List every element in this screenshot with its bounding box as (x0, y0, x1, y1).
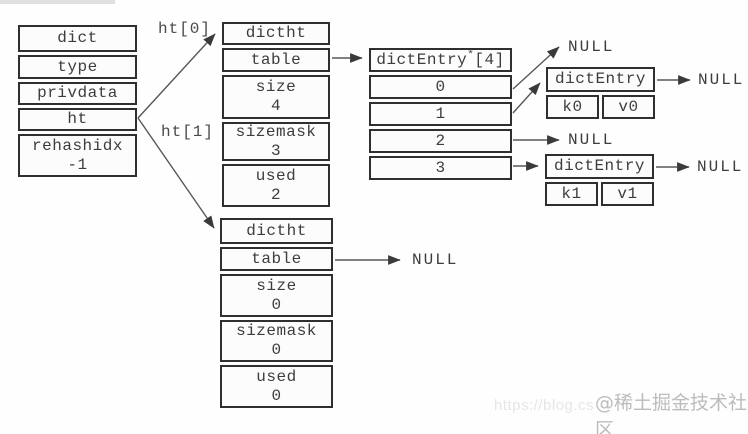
dict-type-label: type (57, 57, 98, 76)
dictentry0-title-cell: dictEntry (546, 67, 655, 92)
entry-array-title-label: dictEntry*[4] (376, 49, 505, 69)
null-label-entry1-next: NULL (697, 158, 744, 176)
dictht0-table-label: table (250, 50, 302, 69)
dict-privdata-label: privdata (37, 84, 118, 102)
dict-rehashidx-cell: rehashidx -1 (18, 134, 137, 177)
dictht1-used-value: 0 (271, 386, 282, 405)
dictht0-sizemask-label: sizemask (235, 122, 317, 141)
dictentry0-key: k0 (562, 97, 583, 116)
dictentry1-title-cell: dictEntry (545, 154, 654, 179)
ht1-pointer-label: ht[1] (161, 123, 215, 141)
dictentry1-box: dictEntry k1 v1 (545, 154, 654, 206)
dict-title-cell: dict (18, 25, 137, 52)
dictht1-used-cell: used 0 (220, 365, 333, 408)
slot1-index: 1 (435, 104, 446, 123)
dictentry0-key-cell: k0 (546, 95, 599, 119)
dict-privdata-cell: privdata (18, 82, 137, 105)
dictht0-used-value: 2 (270, 185, 282, 204)
dictentry0-value-cell: v0 (602, 95, 655, 119)
slot0-index: 0 (435, 77, 446, 96)
dictht0-size-value: 4 (270, 97, 282, 115)
null-label-slot0: NULL (568, 38, 615, 56)
slot3-index: 3 (435, 158, 446, 177)
dictht1-size-cell: size 0 (220, 274, 333, 317)
dict-title-label: dict (57, 29, 98, 47)
dictentry1-key-cell: k1 (545, 182, 598, 206)
dictht1-sizemask-value: 0 (271, 341, 282, 359)
dictht1-used-label: used (256, 367, 297, 386)
dictentry0-box: dictEntry k0 v0 (546, 67, 655, 119)
entry-array-slot-0: 0 (369, 75, 512, 99)
dictentry0-value: v0 (618, 97, 639, 116)
dict-ht-cell: ht (18, 108, 137, 131)
dict-type-cell: type (18, 55, 137, 79)
dictentry0-title-label: dictEntry (555, 70, 646, 88)
dictentry1-value-cell: v1 (601, 182, 654, 206)
entry-array-box: dictEntry*[4] 0 1 2 3 (369, 48, 512, 180)
entry-array-slot-3: 3 (369, 156, 512, 180)
entry-array-title-cell: dictEntry*[4] (369, 48, 512, 72)
dictht0-box: dictht table size 4 sizemask 3 used 2 (222, 22, 330, 207)
dict-box: dict type privdata ht rehashidx -1 (18, 25, 137, 177)
watermark-url: https://blog.cs (494, 397, 595, 414)
dictht0-size-cell: size 4 (222, 75, 330, 119)
dictht0-size-label: size (255, 78, 297, 96)
dictentry1-title-label: dictEntry (554, 157, 645, 175)
dictht1-size-label: size (256, 276, 297, 295)
scan-artifact-strip (0, 0, 115, 4)
dictht1-size-value: 0 (271, 295, 282, 314)
dictht1-title-cell: dictht (220, 218, 333, 244)
dict-rehashidx-label: rehashidx (32, 136, 123, 155)
entry-array-slot-2: 2 (369, 129, 512, 153)
dictht0-used-label: used (255, 166, 297, 185)
dictht0-title-cell: dictht (222, 22, 330, 45)
dictentry1-kv-row: k1 v1 (545, 182, 654, 206)
dictht0-sizemask-cell: sizemask 3 (222, 122, 330, 161)
dictht0-sizemask-value: 3 (270, 141, 282, 160)
entry-array-slot-1: 1 (369, 102, 512, 126)
dictentry0-kv-row: k0 v0 (546, 95, 655, 119)
dictht1-table-label: table (251, 249, 302, 268)
dict-rehashidx-value: -1 (67, 155, 88, 174)
dictentry1-key: k1 (561, 184, 582, 203)
null-label-entry0-next: NULL (698, 71, 745, 89)
watermark-community: @稀土掘金技术社区 (595, 392, 748, 434)
null-label-slot2: NULL (568, 131, 615, 149)
dictht1-sizemask-cell: sizemask 0 (220, 320, 333, 362)
dictht1-title-label: dictht (246, 221, 307, 240)
dictht0-table-cell: table (222, 48, 330, 72)
ht0-pointer-label: ht[0] (158, 20, 212, 38)
dictht1-table-cell: table (220, 247, 333, 271)
dictht0-used-cell: used 2 (222, 164, 330, 207)
dictentry1-value: v1 (617, 184, 638, 203)
dictht1-sizemask-label: sizemask (236, 322, 317, 340)
dictht1-box: dictht table size 0 sizemask 0 used 0 (220, 218, 333, 408)
slot2-index: 2 (435, 131, 446, 150)
dict-ht-label: ht (67, 110, 88, 128)
null-label-ht1-table: NULL (412, 251, 459, 269)
dictht0-title-label: dictht (245, 24, 307, 42)
